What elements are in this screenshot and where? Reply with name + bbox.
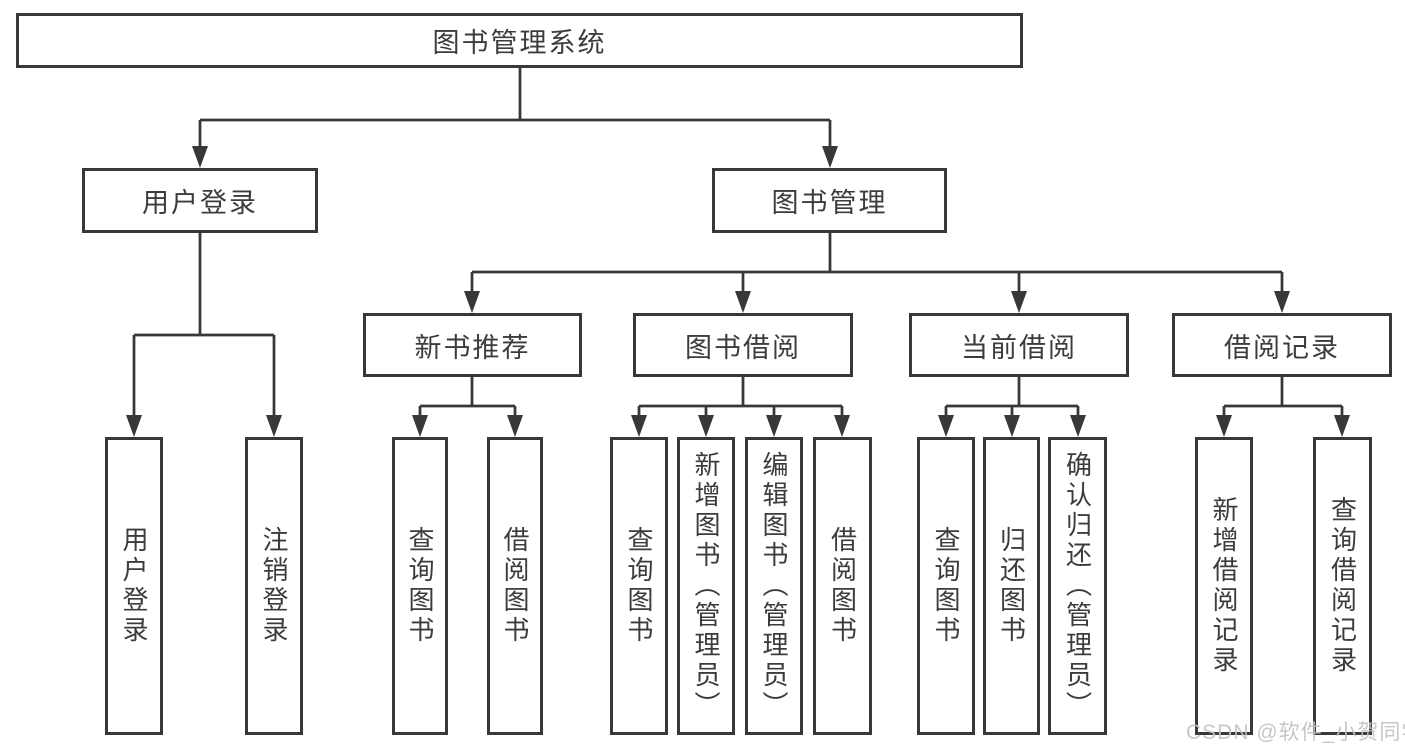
node-label: 用户登录 — [119, 526, 149, 646]
node-current-borrowing: 当前借阅 — [909, 313, 1129, 377]
node-nb-borrow-books: 借阅图书 — [487, 437, 543, 735]
node-user-login: 用户登录 — [82, 168, 318, 233]
node-label: 编辑图书（管理员） — [759, 451, 789, 721]
node-user-login-leaf: 用户登录 — [105, 437, 163, 735]
node-book-borrowing: 图书借阅 — [633, 313, 853, 377]
node-label: 新书推荐 — [414, 332, 531, 363]
node-label: 借阅记录 — [1224, 332, 1340, 363]
connector-strokes — [132, 68, 1344, 419]
connector-arrowheads — [126, 146, 1350, 437]
node-borrow-records: 借阅记录 — [1172, 313, 1392, 377]
node-label: 图书借阅 — [685, 332, 801, 363]
node-bb-add-books-admin: 新增图书（管理员） — [677, 437, 735, 735]
node-label: 用户登录 — [142, 188, 258, 218]
node-label: 新增借阅记录 — [1209, 496, 1239, 676]
node-label: 图书管理系统 — [432, 28, 607, 58]
node-label: 借阅图书 — [500, 526, 530, 646]
node-logout-leaf: 注销登录 — [245, 437, 303, 735]
node-label: 新增图书（管理员） — [691, 451, 721, 721]
watermark: CSDN @软件_小贺同学 — [1186, 721, 1405, 744]
node-new-book-recommend: 新书推荐 — [363, 313, 582, 377]
node-label: 当前借阅 — [961, 332, 1077, 363]
node-bb-borrow-books: 借阅图书 — [813, 437, 872, 735]
node-label: 查询图书 — [624, 526, 654, 646]
node-label: 图书管理 — [771, 188, 888, 218]
node-br-query-record: 查询借阅记录 — [1313, 437, 1372, 735]
node-book-management: 图书管理 — [712, 168, 947, 233]
node-cb-query-books: 查询图书 — [917, 437, 975, 735]
node-cb-return-books: 归还图书 — [983, 437, 1040, 735]
node-bb-edit-books-admin: 编辑图书（管理员） — [745, 437, 803, 735]
node-bb-query-books: 查询图书 — [610, 437, 668, 735]
node-label: 确认归还（管理员） — [1062, 451, 1093, 721]
node-label: 查询借阅记录 — [1327, 496, 1358, 676]
node-nb-query-books: 查询图书 — [392, 437, 448, 735]
node-label: 借阅图书 — [827, 526, 858, 646]
node-label: 注销登录 — [259, 526, 289, 646]
node-label: 查询图书 — [931, 526, 961, 646]
node-cb-confirm-return-admin: 确认归还（管理员） — [1048, 437, 1107, 735]
node-label: 归还图书 — [996, 526, 1027, 646]
node-label: 查询图书 — [405, 526, 435, 646]
node-br-add-record: 新增借阅记录 — [1195, 437, 1253, 735]
node-root: 图书管理系统 — [16, 13, 1023, 68]
